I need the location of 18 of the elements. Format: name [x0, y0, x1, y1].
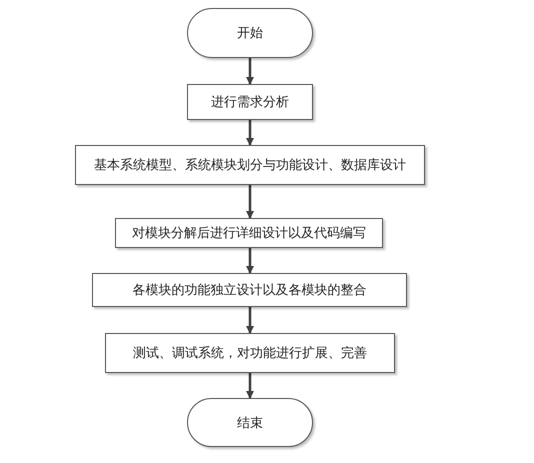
- arrow: [246, 120, 254, 146]
- arrow: [246, 248, 254, 274]
- process-box: [92, 273, 407, 307]
- process-box: [187, 84, 313, 120]
- step-label: 基本系统模型、系统模块划分与功能设计、数据库设计: [94, 157, 406, 174]
- step-label: 对模块分解后进行详细设计以及代码编写: [132, 225, 366, 242]
- step-label: 测试、调试系统，对功能进行扩展、完善: [133, 345, 367, 362]
- process-box: [105, 333, 395, 373]
- arrow: [246, 373, 254, 399]
- step-label: 各模块的功能独立设计以及各模块的整合: [132, 282, 366, 299]
- arrow: [246, 58, 254, 85]
- arrow: [246, 185, 254, 219]
- process-box: [75, 145, 425, 185]
- arrow: [246, 307, 254, 334]
- step-label: 进行需求分析: [211, 94, 289, 111]
- process-box: [115, 218, 383, 248]
- step-label: 结束: [237, 414, 263, 432]
- step-label: 开始: [237, 25, 263, 42]
